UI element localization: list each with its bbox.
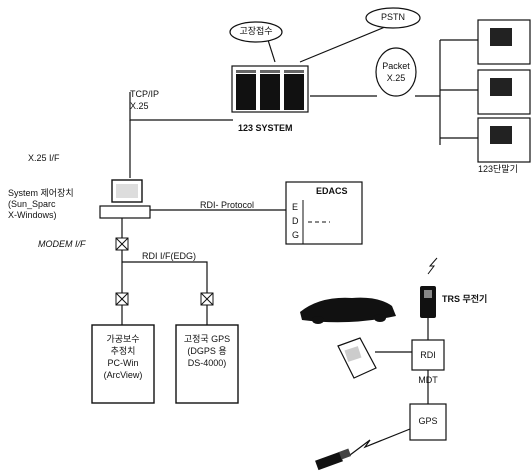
trs-label: TRS 무전기: [442, 294, 487, 305]
pda-icon: [338, 338, 376, 378]
edg-d-label: D: [292, 216, 299, 227]
x25-if-label: X.25 I/F: [28, 153, 60, 164]
right-box-label-2: (DGPS 용: [176, 346, 238, 357]
interface-boxes: [116, 238, 213, 305]
report-center-label: 고장접수: [230, 26, 282, 37]
packet-x25-label: X.25: [376, 73, 416, 84]
rdi-protocol-label: RDI- Protocol: [200, 200, 254, 211]
trs-signal: [428, 258, 437, 274]
rdi-label: RDI: [412, 350, 444, 361]
report-center-link: [268, 40, 275, 62]
pstn-label: PSTN: [373, 12, 413, 23]
rdi-if-label: RDI I/F(EDG): [142, 251, 196, 262]
left-box-label-4: (ArcView): [92, 370, 154, 381]
satellite-icon: [315, 449, 351, 471]
tcpip-label: TCP/IP: [130, 89, 159, 100]
left-box-label-2: 추정치: [92, 346, 154, 357]
right-box-label-3: DS-4000): [176, 358, 238, 369]
left-box-label-1: 가공보수: [92, 334, 154, 345]
terminal-stations: [478, 20, 530, 162]
car-icon: [300, 298, 396, 324]
right-box-label-1: 고정국 GPS: [176, 334, 238, 345]
system123-servers: [232, 66, 308, 112]
edg-g-label: G: [292, 230, 299, 241]
left-box-label-3: PC-Win: [92, 358, 154, 369]
terminals-label: 123단말기: [478, 164, 518, 175]
packet-label: Packet: [376, 61, 416, 72]
tcpip-x25-label: X.25: [130, 101, 149, 112]
system-ctrl-label-3: X-Windows): [8, 210, 57, 221]
modem-if-label: MODEM I/F: [38, 239, 86, 250]
system-ctrl-computer: [100, 180, 150, 218]
mdt-label: MDT: [412, 375, 444, 386]
rdi-if-link: [122, 262, 207, 293]
trs-radio-icon: [420, 286, 436, 318]
edg-e-label: E: [292, 202, 298, 213]
pstn-link: [300, 27, 385, 62]
edacs-label: EDACS: [316, 186, 348, 197]
system-ctrl-label-2: (Sun_Sparc: [8, 199, 56, 210]
packet-circle: [376, 48, 416, 96]
system-ctrl-label-1: System 제어장치: [8, 188, 74, 199]
system123-label: 123 SYSTEM: [238, 123, 293, 134]
gps-label: GPS: [410, 416, 446, 427]
